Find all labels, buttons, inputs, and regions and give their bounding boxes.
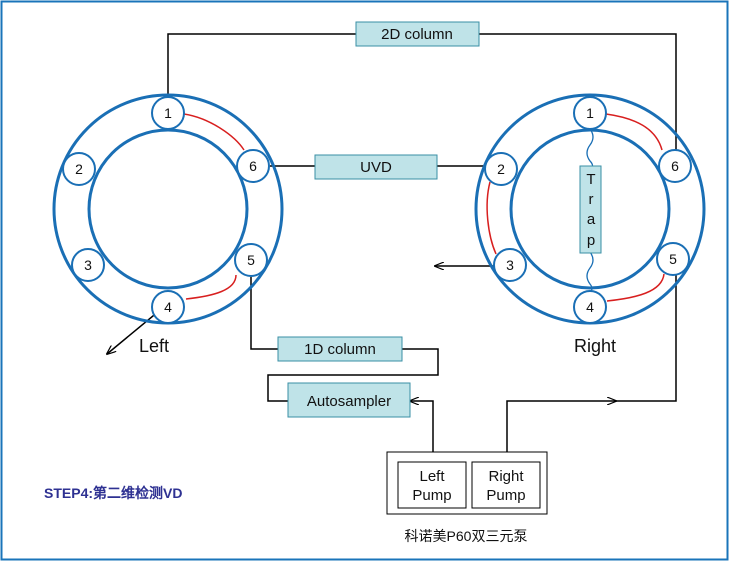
left-port-5-label: 5 [247,252,255,268]
left-link-1-6 [183,113,245,151]
right-link-4-5 [606,273,665,302]
left-pump-label-line1: Left [419,468,445,485]
right-pump[interactable]: Right Pump [471,461,541,509]
left-valve-label: Left [139,336,169,356]
left-port-1[interactable]: 1 [151,96,185,130]
column-1d[interactable]: 1D column [277,336,403,362]
line-1d-to-autosampler [267,348,439,402]
trap-column[interactable]: T r a p [579,165,602,254]
right-valve: T r a p 1 2 3 4 5 6 Right [474,93,706,356]
right-port-6-label: 6 [671,158,679,174]
line-left1-to-2d [167,33,356,97]
right-port-4[interactable]: 4 [573,290,607,324]
pump-caption: 科诺美P60双三元泵 [405,528,528,544]
right-link-2-3 [486,181,497,255]
right-port-1-label: 1 [586,105,594,121]
left-pump-label-line2: Pump [412,487,451,504]
trap-letter-1: T [586,171,595,188]
right-port-2[interactable]: 2 [484,152,518,186]
left-port-4[interactable]: 4 [151,290,185,324]
line-2d-to-right6 [479,33,677,152]
right-port-6[interactable]: 6 [658,149,692,183]
trap-letter-4: p [587,232,595,249]
step-label: STEP4:第二维检测VD [44,485,182,501]
pump-unit: Left Pump Right Pump 科诺美P60双三元泵 [386,451,548,544]
line-leftpump-to-autosampler [410,401,434,452]
tubing-lines [107,33,677,452]
left-port-1-label: 1 [164,105,172,121]
autosampler-label: Autosampler [307,393,391,410]
right-valve-label: Right [574,336,616,356]
left-valve: 1 2 3 4 5 6 Left [52,93,284,356]
right-port-4-label: 4 [586,299,594,315]
right-pump-label-line1: Right [488,468,524,485]
left-pump[interactable]: Left Pump [397,461,467,509]
right-port-3[interactable]: 3 [493,248,527,282]
uvd-label: UVD [360,159,392,176]
waste-arrow-left [107,310,160,354]
right-port-1[interactable]: 1 [573,96,607,130]
column-1d-label: 1D column [304,341,376,358]
right-link-1-6 [605,113,663,151]
left-port-5[interactable]: 5 [234,243,268,277]
autosampler[interactable]: Autosampler [287,382,411,418]
line-left5-to-1d [250,277,278,350]
right-pump-label-line2: Pump [486,487,525,504]
column-2d[interactable]: 2D column [355,21,480,47]
right-port-3-label: 3 [506,257,514,273]
line-rightpump-to-right5 [616,275,677,402]
left-port-3-label: 3 [84,257,92,273]
right-port-5[interactable]: 5 [656,242,690,276]
left-link-4-5 [185,274,237,300]
left-port-6-label: 6 [249,158,257,174]
line-rightpump-arrow [506,401,616,452]
trap-line-bottom [586,251,594,293]
left-port-2[interactable]: 2 [62,152,96,186]
left-port-2-label: 2 [75,161,83,177]
left-port-4-label: 4 [164,299,172,315]
right-port-5-label: 5 [669,251,677,267]
uvd-detector[interactable]: UVD [314,154,438,180]
left-port-6[interactable]: 6 [236,149,270,183]
trap-letter-2: r [589,191,594,208]
right-port-2-label: 2 [497,161,505,177]
column-2d-label: 2D column [381,26,453,43]
trap-letter-3: a [587,211,596,228]
left-port-3[interactable]: 3 [71,248,105,282]
